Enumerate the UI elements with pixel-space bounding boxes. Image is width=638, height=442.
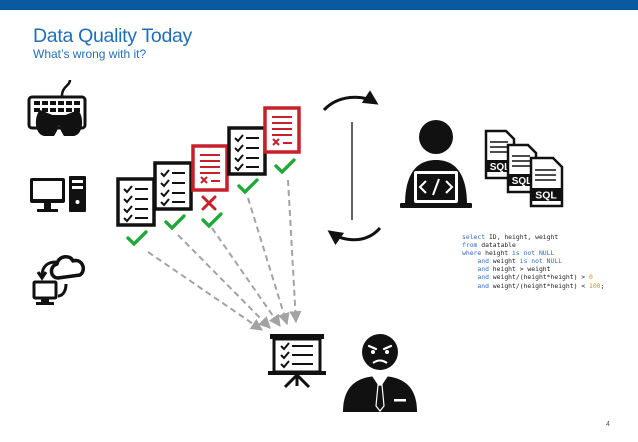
sql-file-label: SQL	[512, 176, 533, 187]
ok-check-icon	[274, 158, 296, 174]
desktop-computer-icon	[30, 176, 86, 212]
sql-text: weight	[488, 257, 520, 266]
data-document-4	[227, 126, 267, 176]
sql-keyword: and	[477, 281, 489, 290]
data-document-2	[153, 161, 193, 211]
keyboard-icon	[27, 79, 87, 136]
sql-file-label: SQL	[490, 162, 511, 173]
data-document-1	[116, 177, 156, 227]
flow-arrow-doc-4	[247, 197, 290, 326]
round-trip-arrows	[322, 90, 382, 246]
page-number: 4	[606, 421, 610, 428]
sql-keyword: and	[477, 257, 489, 266]
sql-number: 100	[588, 281, 601, 290]
frustrated-businessman-icon	[343, 334, 417, 412]
sql-keyword: and	[477, 265, 489, 274]
sql-text: ;	[600, 281, 605, 290]
error-cross-icon	[201, 195, 217, 211]
slide-title: Data Quality Today	[33, 25, 192, 47]
arrow-to-developer	[322, 90, 379, 112]
sql-text: weight/(height*height) <	[488, 281, 589, 290]
flow-arrow-doc-5	[287, 179, 302, 324]
top-accent-bar	[0, 0, 638, 10]
sql-text: ID, height, weight	[485, 233, 559, 241]
sql-files-icon: SQL SQL SQL	[484, 129, 564, 208]
flow-arrow-doc-2	[177, 234, 271, 329]
sql-file-label: SQL	[535, 190, 557, 202]
sql-keyword: is not NULL	[512, 249, 555, 258]
sql-keyword: from	[462, 241, 478, 250]
sql-query: select ID, height, weight from datatable…	[462, 233, 604, 290]
sql-text: weight/(height*height) >	[488, 273, 589, 282]
presentation-board-icon	[268, 334, 326, 389]
sql-text: datatable	[477, 241, 516, 250]
ok-check-icon	[237, 178, 259, 194]
sql-keyword: and	[477, 273, 489, 282]
data-document-3-error	[191, 144, 229, 192]
ok-check-icon	[164, 214, 186, 230]
cloud-sync-icon	[32, 255, 85, 305]
data-documents	[116, 106, 301, 246]
sql-keyword: where	[462, 249, 482, 258]
developer-laptop-icon	[400, 120, 472, 208]
sql-number: 0	[588, 273, 593, 282]
ok-check-icon	[201, 212, 223, 228]
ok-check-icon	[126, 230, 148, 246]
document-flow-arrows	[147, 179, 302, 331]
sql-text: height > weight	[488, 265, 551, 274]
sql-text: height	[481, 249, 513, 258]
data-document-5-error	[263, 106, 301, 154]
flow-arrow-doc-3	[211, 227, 281, 327]
sql-keyword: is not NULL	[519, 257, 563, 266]
flow-arrow-doc-1	[147, 251, 263, 331]
slide-subtitle: What’s wrong with it?	[33, 47, 147, 61]
sql-keyword: select	[462, 233, 486, 241]
arrow-back-to-data	[327, 226, 382, 246]
